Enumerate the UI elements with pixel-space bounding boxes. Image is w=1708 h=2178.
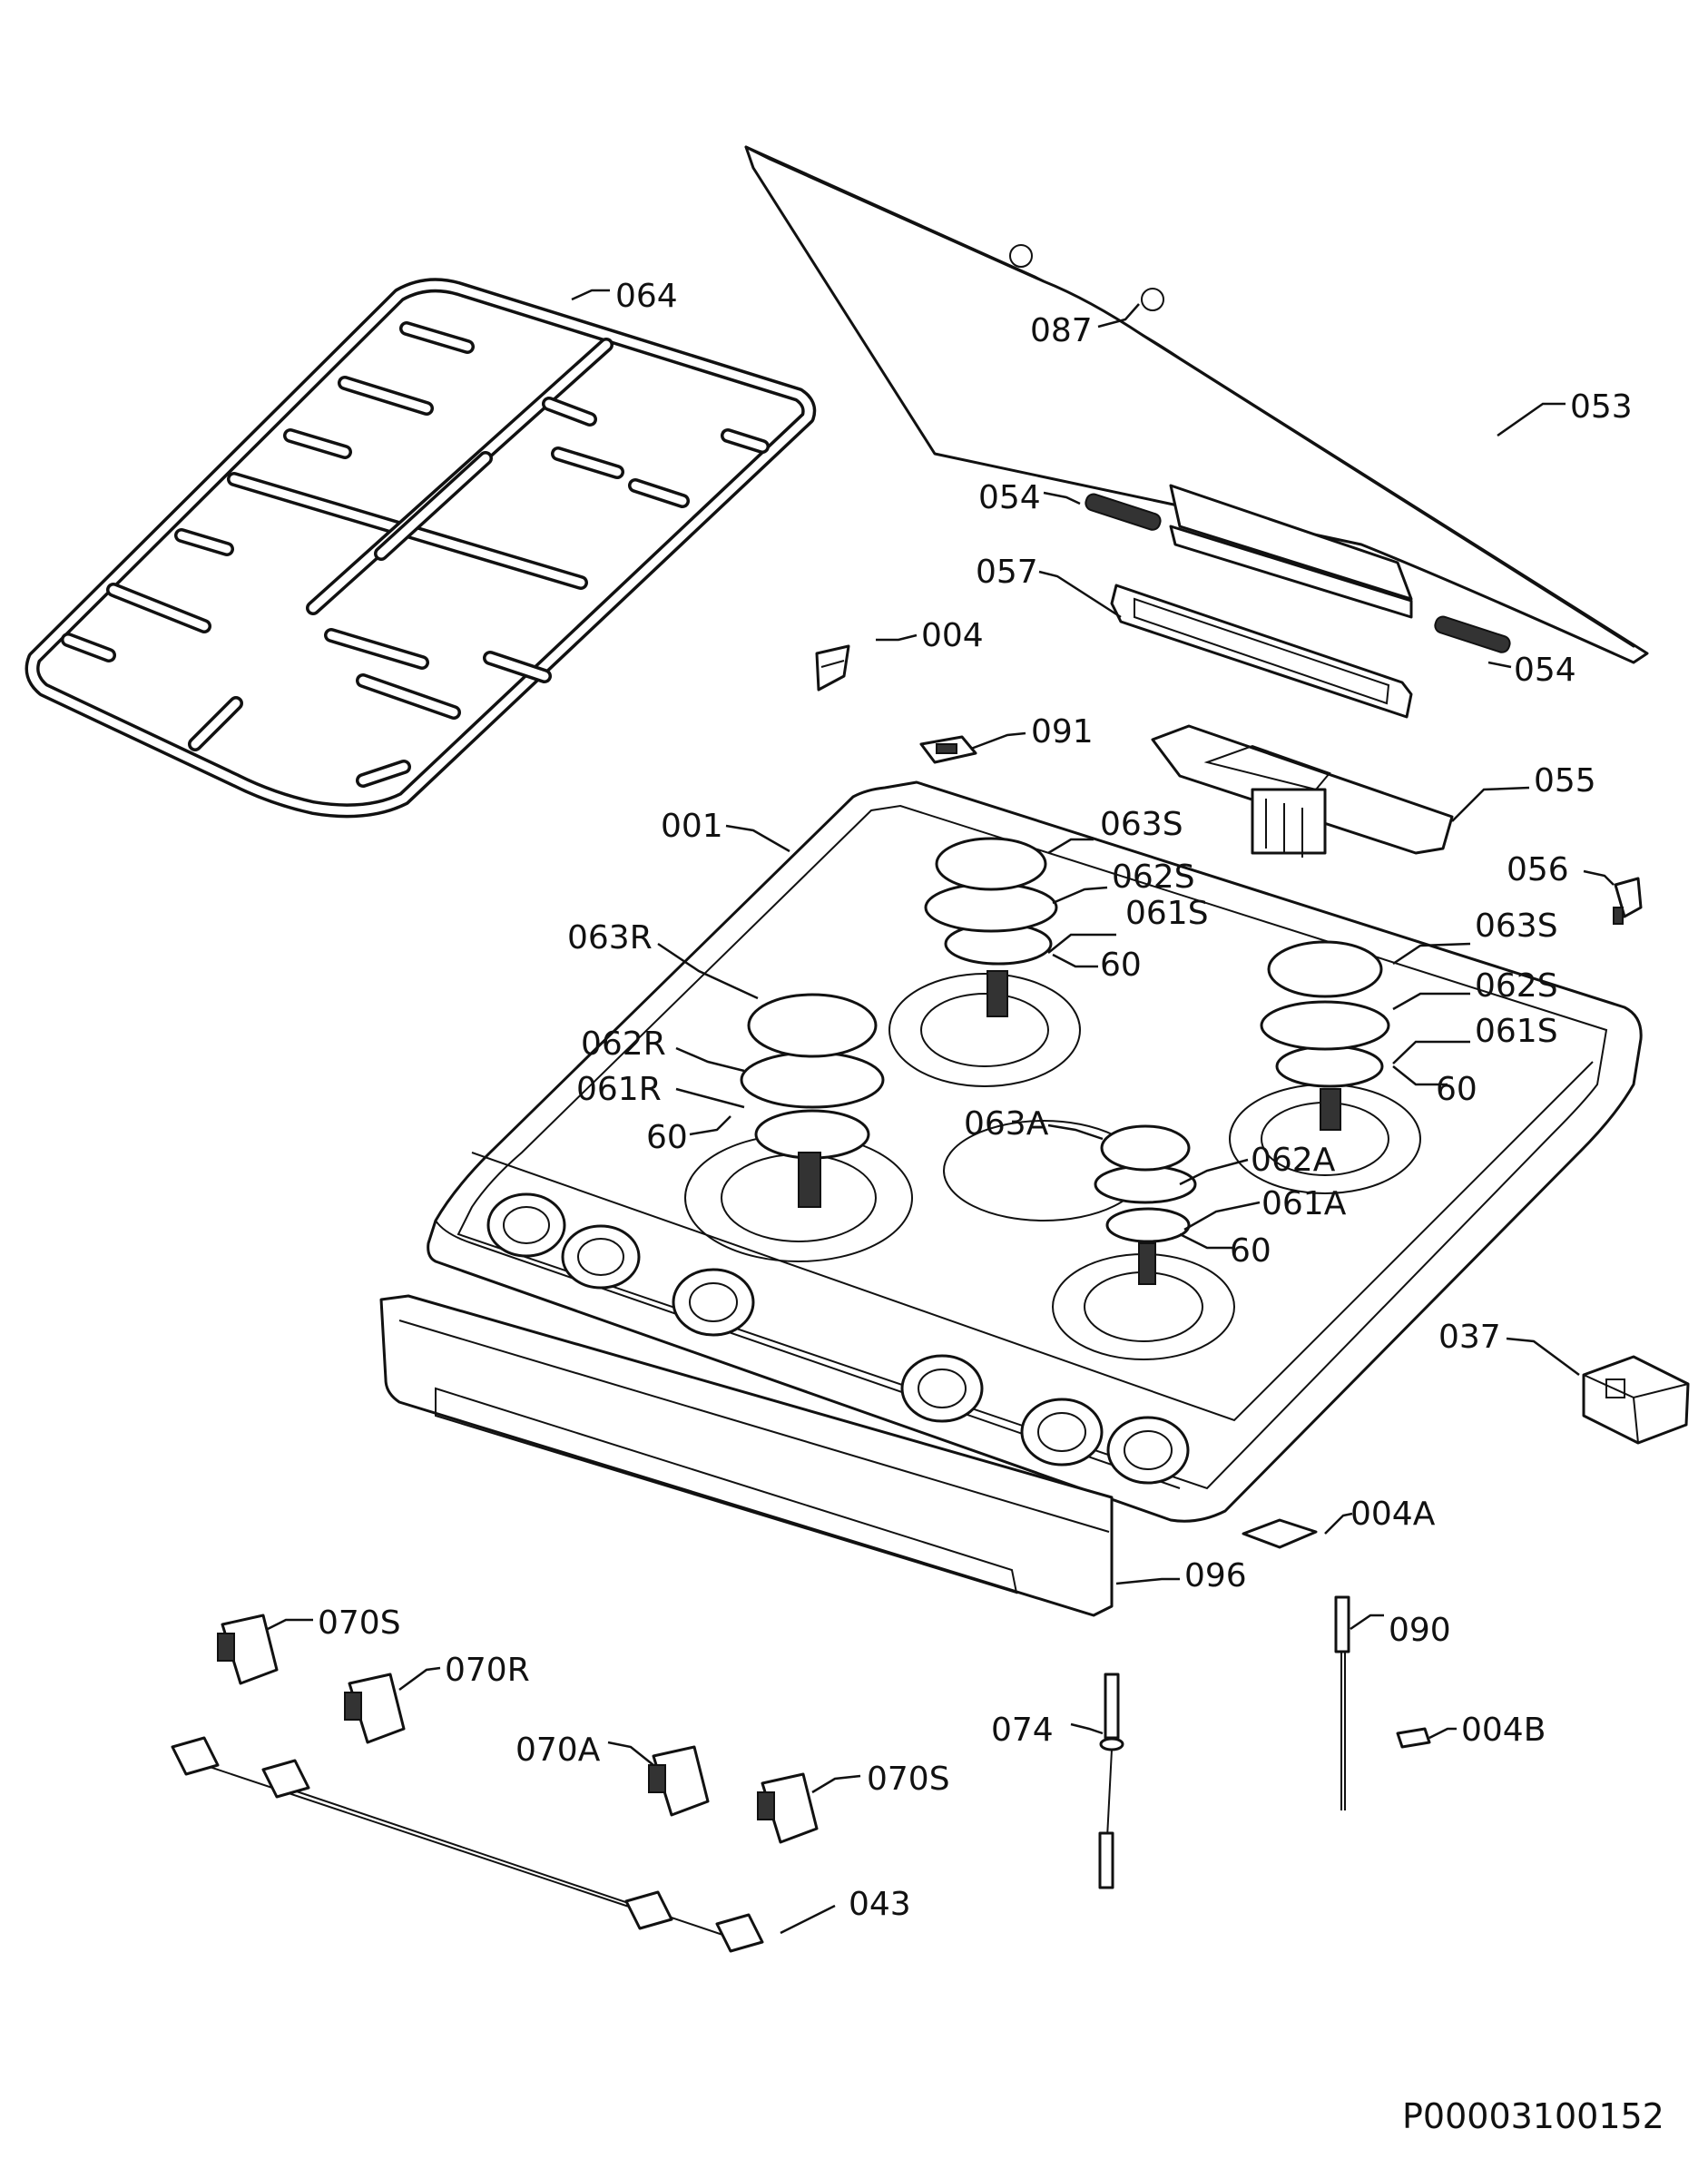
label-063R: 063R (567, 919, 653, 957)
label-004B: 004B (1461, 1712, 1546, 1749)
glass-lid (744, 145, 1649, 664)
label-063A: 063A (964, 1105, 1049, 1143)
label-004A: 004A (1350, 1496, 1436, 1533)
label-070R: 070R (445, 1652, 530, 1689)
label-087: 087 (1030, 312, 1093, 349)
callout-labels: 064 087 053 054 054 057 004 091 055 056 … (318, 278, 1664, 2136)
label-061R: 061R (576, 1071, 662, 1108)
label-057: 057 (976, 554, 1038, 591)
label-055: 055 (1534, 762, 1596, 800)
label-061S-right: 061S (1475, 1013, 1558, 1050)
leader-lines (267, 289, 1615, 1935)
label-062S-left: 062S (1112, 858, 1195, 896)
thermocouple-090 (1334, 1595, 1350, 1810)
label-60-rear-left: 60 (1100, 947, 1142, 984)
gas-tap-070S-left (217, 1614, 279, 1685)
label-054-upper: 054 (978, 479, 1041, 516)
label-062A: 062A (1251, 1142, 1336, 1179)
ignition-harness-043 (171, 1736, 764, 1953)
label-091: 091 (1031, 713, 1094, 751)
part-056 (1613, 877, 1643, 925)
clip-004 (815, 644, 850, 692)
label-070S-left: 070S (318, 1604, 401, 1642)
label-053: 053 (1570, 388, 1633, 426)
label-070S-right: 070S (867, 1761, 950, 1798)
drawing-code: P00003100152 (1402, 2096, 1664, 2136)
label-061S-left: 061S (1125, 895, 1209, 932)
label-054-lower: 054 (1514, 652, 1576, 689)
pan-support-grate (25, 278, 817, 819)
label-043: 043 (849, 1886, 911, 1923)
label-074: 074 (991, 1712, 1054, 1749)
lid-hinge-bar (1085, 484, 1511, 653)
ignition-electrode-074 (1098, 1673, 1124, 1889)
part-091 (919, 735, 977, 764)
burner-auxiliary (1094, 1124, 1197, 1285)
part-004B (1396, 1727, 1431, 1749)
part-004A (1242, 1518, 1318, 1549)
burner-rapid (740, 993, 885, 1208)
label-001: 001 (661, 808, 723, 845)
burner-rear-right (1260, 940, 1390, 1131)
label-60-aux: 60 (1230, 1232, 1271, 1270)
burner-rear-left (924, 837, 1058, 1017)
label-070A: 070A (515, 1732, 601, 1769)
bracket-055 (1151, 724, 1454, 858)
gas-tap-070A (648, 1745, 710, 1817)
label-60-rapid: 60 (646, 1119, 688, 1156)
label-037: 037 (1438, 1319, 1501, 1356)
label-062R: 062R (581, 1025, 666, 1063)
front-trim-strip (379, 1294, 1114, 1617)
label-064: 064 (615, 278, 678, 315)
knob-holes (486, 1192, 1190, 1485)
label-096: 096 (1184, 1557, 1247, 1594)
ignition-module-037 (1582, 1355, 1690, 1445)
label-063S-right: 063S (1475, 908, 1558, 945)
label-004: 004 (921, 617, 984, 654)
label-061A: 061A (1261, 1185, 1347, 1222)
gas-tap-070S-right (757, 1772, 819, 1844)
gas-tap-070R (344, 1673, 406, 1744)
hinge-support-057 (1110, 584, 1413, 719)
label-062S-right: 062S (1475, 967, 1558, 1005)
label-056: 056 (1507, 851, 1569, 888)
label-063S-left: 063S (1100, 806, 1183, 843)
label-090: 090 (1389, 1612, 1451, 1649)
label-60-rear-right: 60 (1436, 1071, 1477, 1108)
